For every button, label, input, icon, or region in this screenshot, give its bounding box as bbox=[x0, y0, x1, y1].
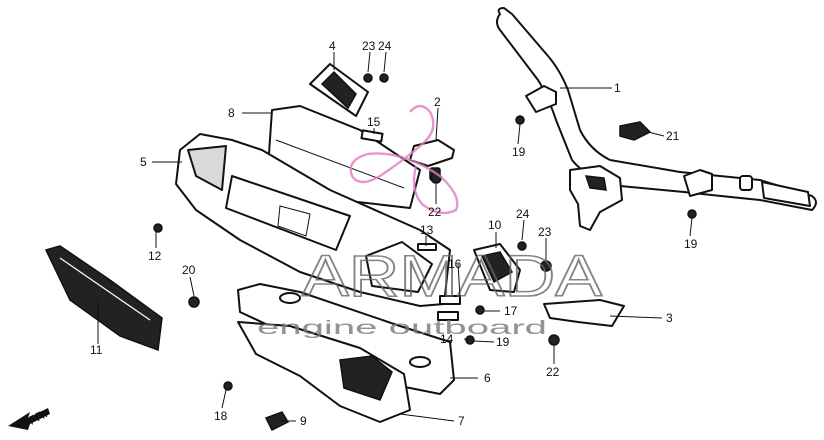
watermark-brand: ARMADA bbox=[302, 244, 602, 309]
molding-strip-part bbox=[44, 245, 163, 352]
callout-6: 6 bbox=[484, 371, 491, 385]
callout-19-b: 19 bbox=[684, 237, 698, 251]
callout-19-a: 19 bbox=[512, 145, 526, 159]
callout-2: 2 bbox=[434, 95, 441, 109]
watermark-tagline: engine outboard bbox=[257, 318, 547, 339]
meter-cover-part bbox=[309, 63, 369, 117]
callout-20: 20 bbox=[182, 263, 196, 277]
callout-24-a: 24 bbox=[378, 39, 392, 53]
stay-bracket-part bbox=[543, 299, 625, 327]
callout-labels: 1 2 3 4 5 6 7 8 9 10 11 12 13 14 15 16 1… bbox=[90, 39, 698, 428]
callout-22-b: 22 bbox=[546, 365, 560, 379]
callout-21: 21 bbox=[666, 129, 680, 143]
callout-13: 13 bbox=[420, 223, 434, 237]
callout-15: 15 bbox=[367, 115, 381, 129]
callout-14: 14 bbox=[440, 332, 454, 346]
callout-18: 18 bbox=[214, 409, 228, 423]
callout-1: 1 bbox=[614, 81, 621, 95]
front-direction-arrow: FR. bbox=[8, 406, 50, 430]
front-cover-part bbox=[175, 133, 451, 307]
callout-9: 9 bbox=[300, 414, 307, 428]
callout-23-b: 23 bbox=[538, 225, 552, 239]
inner-cover-part bbox=[237, 321, 411, 423]
callout-10: 10 bbox=[488, 218, 502, 232]
leader-lines bbox=[97, 51, 693, 422]
callout-24-b: 24 bbox=[516, 207, 530, 221]
callout-23-a: 23 bbox=[362, 39, 376, 53]
armada-watermark: ARMADA engine outboard bbox=[257, 104, 603, 339]
callout-16: 16 bbox=[448, 257, 462, 271]
callout-5: 5 bbox=[140, 155, 147, 169]
callout-19-c: 19 bbox=[496, 335, 510, 349]
callout-12: 12 bbox=[148, 249, 162, 263]
callout-17: 17 bbox=[504, 304, 518, 318]
callout-8: 8 bbox=[228, 106, 235, 120]
callout-7: 7 bbox=[458, 414, 465, 428]
callout-11: 11 bbox=[90, 343, 103, 357]
handlebar-part bbox=[496, 7, 817, 231]
watermark-logo bbox=[349, 104, 459, 215]
callout-22-a: 22 bbox=[428, 205, 442, 219]
callout-4: 4 bbox=[329, 39, 336, 53]
callout-3: 3 bbox=[666, 311, 673, 325]
